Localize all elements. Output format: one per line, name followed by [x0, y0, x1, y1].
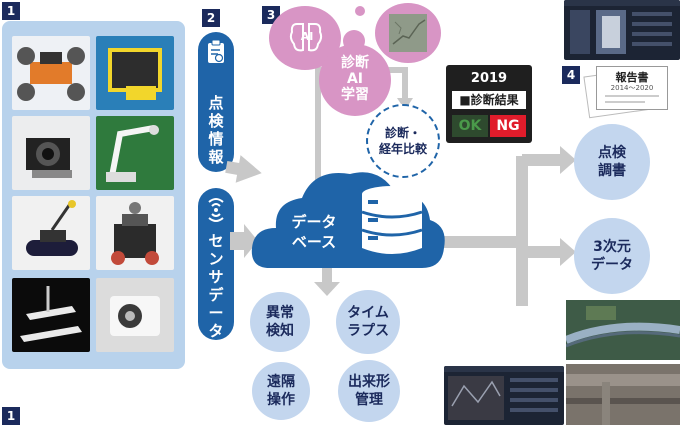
- sensor-signal-icon: [208, 198, 224, 222]
- dashboard-screenshot-top: [564, 0, 680, 60]
- report-date: 2014～2020: [610, 84, 654, 92]
- comparison-label: 診断・経年比較: [378, 126, 427, 156]
- ai-icon-text: AI: [300, 30, 314, 43]
- report-line: [605, 101, 645, 103]
- inspection-info-label: 点検情報: [208, 94, 224, 166]
- sensor-data-pill: センサデータ: [198, 188, 234, 340]
- crawler-robot-photo: [12, 196, 90, 270]
- database-cloud: [251, 172, 445, 268]
- timelapse-circle: タイムラプス: [336, 290, 400, 354]
- cage-drone-photo: [96, 36, 174, 110]
- section-4-badge: 4: [562, 66, 580, 84]
- inspection-info-pill: 点検情報: [198, 32, 234, 172]
- bridge-underside-photo: [566, 364, 680, 425]
- clipboard-icon: [208, 40, 224, 63]
- result-ng: NG: [490, 115, 526, 137]
- result-title: ■診断結果: [452, 91, 526, 109]
- crack-texture-image: [389, 14, 427, 52]
- section-1-badge: 1: [2, 2, 20, 20]
- rover-robot-photo: [96, 196, 174, 270]
- report-title: 報告書: [615, 71, 649, 84]
- result-year: 2019: [470, 71, 508, 86]
- wall-camera-photo: [96, 278, 174, 352]
- bridge-3d-photo: [566, 300, 680, 360]
- section-2-badge: 2: [202, 9, 220, 27]
- diagnosis-result-card: 2019 ■診断結果 OK NG: [446, 65, 532, 143]
- ai-brain-icon: [289, 23, 323, 52]
- inspection-report-circle: 点検調書: [574, 124, 650, 200]
- report-document: 報告書 2014～2020: [596, 66, 668, 110]
- database-stack-icon: [361, 186, 423, 254]
- database-label: データベース: [291, 213, 337, 251]
- result-ok: OK: [452, 115, 488, 137]
- bubble-dot: [355, 6, 365, 16]
- comparison-bubble: 診断・経年比較: [366, 104, 440, 178]
- 3d-data-circle: 3次元データ: [574, 218, 650, 294]
- drone-photo: [12, 36, 90, 110]
- remote-operation-circle: 遠隔操作: [252, 362, 310, 420]
- section-1-badge-bottom: 1: [2, 407, 20, 425]
- arm-robot-photo: [96, 116, 174, 190]
- camera-robot-photo: [12, 116, 90, 190]
- crack-image-bubble: [375, 3, 441, 63]
- analysis-screenshot-bottom: [444, 366, 564, 425]
- as-built-management-circle: 出来形管理: [338, 360, 400, 422]
- boat-robot-photo: [12, 278, 90, 352]
- report-line: [605, 95, 659, 97]
- anomaly-detection-circle: 異常検知: [250, 292, 310, 352]
- sensor-data-label: センサデータ: [208, 232, 224, 340]
